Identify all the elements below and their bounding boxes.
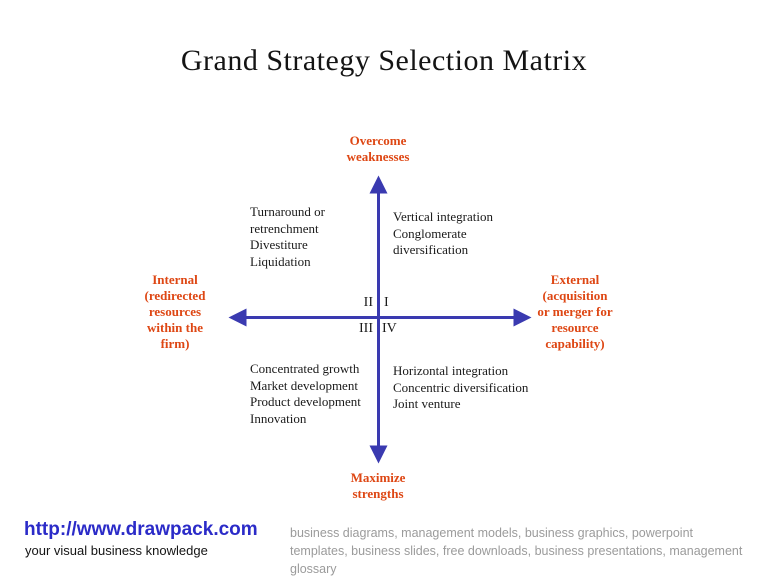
footer-description: business diagrams, management models, bu… bbox=[290, 526, 743, 576]
footer-tagline: your visual business knowledge bbox=[25, 543, 208, 558]
quadrant-text-bottom-right: Horizontal integration Concentric divers… bbox=[393, 363, 529, 411]
quadrant-numeral-ii: II bbox=[363, 295, 373, 310]
axis-right-label: External (acquisition or merger for reso… bbox=[537, 272, 613, 351]
quadrant-numeral-iv: IV bbox=[382, 321, 397, 336]
drawpack-link[interactable]: http://www.drawpack.com bbox=[24, 519, 258, 540]
axis-left-label: Internal (redirected resources within th… bbox=[144, 272, 206, 351]
axis-top-label: Overcome weaknesses bbox=[346, 133, 410, 164]
quadrant-text-top-right: Vertical integration Conglomerate divers… bbox=[393, 209, 493, 257]
quadrant-numeral-iii: III bbox=[359, 321, 373, 336]
page-title: Grand Strategy Selection Matrix bbox=[180, 44, 588, 77]
quadrant-numeral-i: I bbox=[384, 295, 389, 310]
quadrant-text-top-left: Turnaround or retrenchment Divestiture L… bbox=[250, 204, 325, 269]
quadrant-text-bottom-left: Concentrated growth Market development P… bbox=[250, 361, 361, 426]
axis-bottom-label: Maximize strengths bbox=[350, 470, 406, 501]
